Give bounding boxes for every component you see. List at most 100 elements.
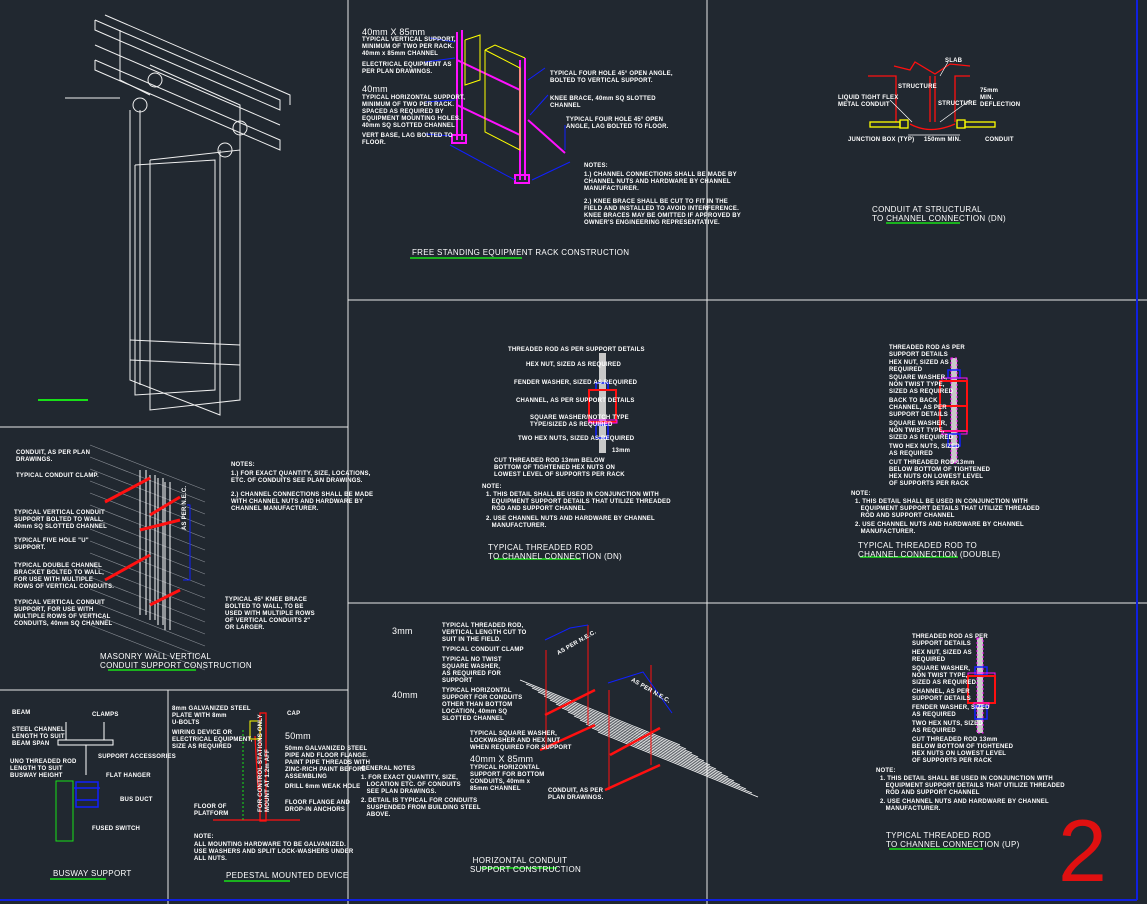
brick-line [89, 576, 206, 623]
rd-label-channel: CHANNEL, AS PER SUPPORT DETAILS [516, 398, 635, 404]
rdb-label-hex: HEX NUT, SIZED AS REQUIRED [889, 360, 949, 373]
hz-label-bottom-support: TYPICAL HORIZONTAL SUPPORT FOR BOTTOM CO… [470, 765, 545, 792]
conduit-pipe [561, 707, 723, 774]
rod-double-drawing [939, 357, 968, 464]
rdb-label-two-nuts: TWO HEX NUTS, SIZED AS REQUIRED [889, 444, 960, 457]
cs-label-junction-box: JUNCTION BOX (TYP) [848, 137, 915, 143]
ru-label-channel: CHANNEL, AS PER SUPPORT DETAILS [912, 689, 971, 702]
ru-label-rod: THREADED ROD AS PER SUPPORT DETAILS [912, 634, 988, 647]
hz-notes-heading: GENERAL NOTES [361, 766, 416, 772]
cs-title-line1: CONDUIT AT STRUCTURAL [872, 205, 982, 214]
pedestal-title: PEDESTAL MOUNTED DEVICE [226, 871, 349, 880]
ru-note-2: 2. USE CHANNEL NUTS AND HARDWARE BY CHAN… [880, 799, 1049, 812]
rack-label-dim: 40mm X 85mm [362, 27, 426, 37]
brick-line [89, 600, 206, 647]
pd-note-1: ALL MOUNTING HARDWARE TO BE GALVANIZED. … [194, 842, 354, 862]
brick-line [89, 540, 206, 587]
rd-label-fender: FENDER WASHER, SIZED AS REQUIRED [514, 380, 638, 386]
pd-label-pipe: 50mm GALVANIZED STEEL PIPE AND FLOOR FLA… [285, 746, 371, 780]
cs-label-deflection: 75mm MIN. DEFLECTION [980, 88, 1021, 108]
rdb-label-sq-top: SQUARE WASHER, NON TWIST TYPE, SIZED AS … [889, 375, 954, 395]
rdb-title-line1: TYPICAL THREADED ROD TO [858, 541, 978, 550]
rd-label-cut: CUT THREADED ROD 13mm BELOW BOTTOM OF TI… [494, 458, 625, 478]
mw-label-u-support: TYPICAL FIVE HOLE "U" SUPPORT. [14, 538, 89, 551]
ru-note-1: 1. THIS DETAIL SHALL BE USED IN CONJUNCT… [880, 776, 1065, 796]
pd-notes-heading: NOTE: [194, 834, 214, 840]
mw-notes-heading: NOTES: [231, 462, 255, 468]
conduit-pipe [591, 727, 753, 794]
rdb-label-rod: THREADED ROD AS PER SUPPORT DETAILS [889, 345, 965, 358]
bw-label-clamps: CLAMPS [92, 712, 119, 718]
hz-label-horizontal-support: TYPICAL HORIZONTAL SUPPORT FOR CONDUITS … [442, 688, 523, 722]
mw-label-vertical-support: TYPICAL VERTICAL CONDUIT SUPPORT BOLTED … [14, 510, 107, 530]
cs-label-structure-left: STRUCTURE [898, 84, 937, 90]
hz-label-40x85: 40mm X 85mm [470, 754, 534, 764]
conduit-structural-drawing [868, 61, 996, 136]
ru-label-sq: SQUARE WASHER, NON TWIST TYPE, SIZED AS … [912, 666, 977, 686]
brick-line [89, 564, 206, 611]
conduit-pipe [519, 679, 681, 746]
horizontal-drawing [519, 624, 759, 798]
mw-label-double-channel: TYPICAL DOUBLE CHANNEL BRACKET BOLTED TO… [14, 563, 115, 590]
pd-label-50mm: 50mm [285, 731, 311, 741]
brick-line [89, 552, 206, 599]
mw-label-multiple-rows: TYPICAL VERTICAL CONDUIT SUPPORT, FOR US… [14, 600, 113, 627]
pd-label-device: WIRING DEVICE OR ELECTRICAL EQUIPMENT, S… [172, 730, 253, 750]
rack-notes-heading: NOTES: [584, 163, 608, 169]
conduit-pipe [555, 703, 717, 770]
bw-label-fused-switch: FUSED SWITCH [92, 826, 141, 832]
conduit-pipe [549, 699, 711, 766]
rack-label-horizontal-support: TYPICAL HORIZONTAL SUPPORT, MINIMUM OF T… [362, 95, 466, 129]
rack-label-40mm: 40mm [362, 84, 388, 94]
rd-label-square-washer: SQUARE WASHER/NOTCH TYPE TYPE/SIZED AS R… [530, 415, 629, 428]
rod-up-drawing [967, 637, 996, 734]
rdb-label-sq-bottom: SQUARE WASHER, NON TWIST TYPE, SIZED AS … [889, 421, 954, 441]
mw-title-line1: MASONRY WALL VERTICAL [100, 652, 212, 661]
hz-label-conduit: CONDUIT, AS PER PLAN DRAWINGS. [548, 788, 604, 801]
rd-note-1: 1. THIS DETAIL SHALL BE USED IN CONJUNCT… [486, 492, 671, 512]
conduit-pipe [573, 715, 735, 782]
conduit-pipe [585, 723, 747, 790]
hz-label-rod: TYPICAL THREADED ROD, VERTICAL LENGTH CU… [442, 623, 527, 643]
rack-drawing [424, 30, 571, 184]
rack-label-knee-brace: KNEE BRACE, 40mm SQ SLOTTED CHANNEL [550, 96, 656, 109]
conduit-pipe [543, 695, 705, 762]
pedestal-drawing [213, 712, 300, 822]
mw-note-1: 1.) FOR EXACT QUANTITY, SIZE, LOCATIONS,… [231, 471, 371, 484]
isometric-frame-drawing [65, 14, 291, 416]
rd-title-line1: TYPICAL THREADED ROD [488, 543, 594, 552]
bw-label-rod: UNO THREADED ROD LENGTH TO SUIT BUSWAY H… [10, 759, 77, 779]
ru-notes-heading: NOTE: [876, 768, 896, 774]
rack-label-base: VERT BASE, LAG BOLTED TO FLOOR. [362, 133, 453, 146]
conduit-pipe [579, 719, 741, 786]
mw-label-knee-brace: TYPICAL 45° KNEE BRACE BOLTED TO WALL, T… [225, 597, 315, 631]
hz-title-line2: SUPPORT CONSTRUCTION [470, 865, 582, 874]
hz-label-clamp: TYPICAL CONDUIT CLAMP [442, 647, 524, 653]
sheet-number: 2 [1058, 801, 1107, 900]
brick-line [89, 516, 206, 563]
brick-line [89, 468, 206, 515]
cs-label-flex: LIQUID TIGHT FLEX METAL CONDUIT [838, 95, 899, 108]
ru-label-hex: HEX NUT, SIZED AS REQUIRED [912, 650, 972, 663]
rdb-note-1: 1. THIS DETAIL SHALL BE USED IN CONJUNCT… [855, 499, 1040, 519]
bw-label-accessories: SUPPORT ACCESSORIES [98, 754, 176, 760]
brick-line [89, 480, 206, 527]
cs-label-structure-right: STRUCTURE [938, 101, 977, 107]
hz-label-40mm: 40mm [392, 690, 418, 700]
bw-label-channel: STEEL CHANNEL LENGTH TO SUIT BEAM SPAN [12, 727, 65, 747]
rdb-notes-heading: NOTE: [851, 491, 871, 497]
mw-label-conduit: CONDUIT, AS PER PLAN DRAWINGS. [16, 450, 91, 463]
ru-label-fender: FENDER WASHER, SIZED AS REQUIRED [912, 705, 990, 718]
bw-label-beam: BEAM [12, 710, 31, 716]
rdb-label-b2b: BACK TO BACK CHANNEL, AS PER SUPPORT DET… [889, 398, 948, 418]
mw-note-2: 2.) CHANNEL CONNECTIONS SHALL BE MADE WI… [231, 492, 374, 512]
conduit-pipe [597, 731, 759, 798]
cs-label-150mm: 150mm MIN. [924, 137, 962, 143]
rack-label-equipment: ELECTRICAL EQUIPMENT AS PER PLAN DRAWING… [362, 62, 452, 75]
